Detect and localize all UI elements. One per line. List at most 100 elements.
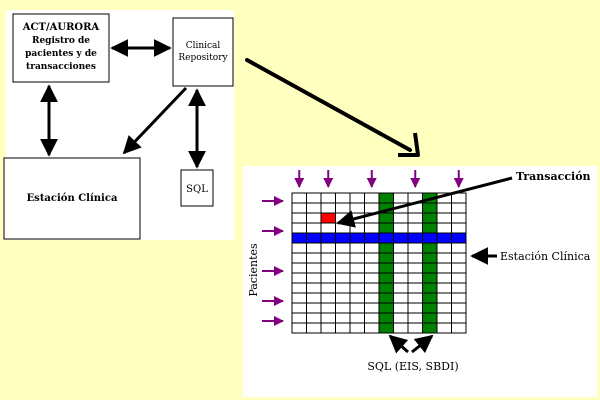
arrow-repository-to-estacion — [122, 86, 188, 155]
grid-cell-estacion-row — [291, 232, 307, 244]
grid-cell — [393, 252, 409, 264]
grid-cell — [436, 302, 452, 314]
grid-cell — [320, 322, 336, 334]
grid-cell — [364, 252, 380, 264]
grid-cell — [364, 262, 380, 274]
grid-cell — [335, 322, 351, 334]
grid-cell — [335, 242, 351, 254]
grid-cell — [407, 222, 423, 234]
grid-cell — [451, 252, 467, 264]
grid-cell — [393, 302, 409, 314]
grid-cell — [306, 292, 322, 304]
act-aurora-line-4: transacciones — [26, 62, 96, 72]
grid-cell-sql-column — [422, 202, 438, 214]
grid-cell — [451, 242, 467, 254]
grid-cell — [349, 242, 365, 254]
grid-cell — [451, 282, 467, 294]
matrix-grid — [291, 192, 467, 334]
grid-cell — [291, 302, 307, 314]
sql-box-label: SQL — [186, 184, 208, 195]
grid-cell — [291, 212, 307, 224]
grid-cell — [291, 192, 307, 204]
grid-cell — [291, 222, 307, 234]
grid-cell — [335, 282, 351, 294]
transaccion-arrow — [336, 176, 513, 228]
grid-cell — [349, 222, 365, 234]
grid-cell — [349, 192, 365, 204]
grid-cell — [364, 282, 380, 294]
grid-cell-transaccion — [320, 212, 336, 224]
grid-cell-sql-column — [422, 292, 438, 304]
grid-cell-sql-column — [422, 242, 438, 254]
grid-cell — [451, 202, 467, 214]
grid-cell-estacion-row — [320, 232, 336, 244]
grid-cell — [451, 212, 467, 224]
grid-cell-sql-column — [422, 222, 438, 234]
grid-cell — [364, 302, 380, 314]
grid-cell — [407, 262, 423, 274]
grid-cell — [320, 282, 336, 294]
grid-cell — [349, 302, 365, 314]
grid-cell — [436, 312, 452, 324]
grid-cell-sql-column — [422, 272, 438, 284]
grid-cell — [320, 242, 336, 254]
grid-cell-sql-column — [422, 212, 438, 224]
left-arrows-group — [262, 196, 284, 326]
grid-cell-sql-column — [422, 322, 438, 334]
grid-cell — [306, 242, 322, 254]
grid-cell — [291, 202, 307, 214]
act-aurora-line-1: ACT/AURORA — [22, 22, 100, 33]
grid-cell — [335, 272, 351, 284]
grid-cell — [364, 272, 380, 284]
act-aurora-line-3: pacientes y de — [25, 49, 97, 59]
grid-cell — [335, 252, 351, 264]
grid-cell-estacion-row — [378, 232, 394, 244]
grid-cell-sql-column — [378, 262, 394, 274]
grid-cell — [393, 292, 409, 304]
grid-cell — [335, 202, 351, 214]
grid-cell — [320, 192, 336, 204]
grid-cell — [349, 262, 365, 274]
grid-cell-sql-column — [378, 292, 394, 304]
grid-cell-sql-column — [378, 272, 394, 284]
grid-cell-estacion-row — [349, 232, 365, 244]
pacientes-label: Pacientes — [247, 243, 260, 297]
grid-cell — [349, 292, 365, 304]
grid-cell — [451, 302, 467, 314]
grid-cell — [364, 222, 380, 234]
grid-cell-estacion-row — [364, 232, 380, 244]
grid-cell — [349, 282, 365, 294]
grid-cell — [349, 252, 365, 264]
grid-cell — [306, 212, 322, 224]
grid-cell — [349, 202, 365, 214]
grid-cell — [291, 262, 307, 274]
grid-cell — [436, 202, 452, 214]
grid-cell — [451, 322, 467, 334]
estacion-clinica-matrix-label: Estación Clínica — [500, 250, 591, 263]
grid-cell-sql-column — [422, 262, 438, 274]
grid-cell — [320, 262, 336, 274]
grid-cell — [393, 272, 409, 284]
grid-cell — [320, 222, 336, 234]
grid-cell-sql-column — [422, 302, 438, 314]
grid-cell — [436, 292, 452, 304]
grid-cell — [320, 252, 336, 264]
clinical-repository-box: Clinical Repository — [172, 17, 234, 87]
grid-cell-sql-column — [422, 312, 438, 324]
grid-cell — [335, 292, 351, 304]
grid-cell-estacion-row — [451, 232, 467, 244]
grid-cell — [306, 272, 322, 284]
top-arrows-group — [294, 170, 464, 188]
grid-cell — [436, 322, 452, 334]
grid-cell — [320, 292, 336, 304]
grid-cell-estacion-row — [436, 232, 452, 244]
grid-cell — [407, 242, 423, 254]
grid-cell — [335, 302, 351, 314]
grid-cell — [436, 272, 452, 284]
act-aurora-box: ACT/AURORA Registro de pacientes y de tr… — [12, 13, 110, 83]
grid-cell — [306, 302, 322, 314]
grid-cell — [451, 262, 467, 274]
grid-cell-sql-column — [378, 302, 394, 314]
